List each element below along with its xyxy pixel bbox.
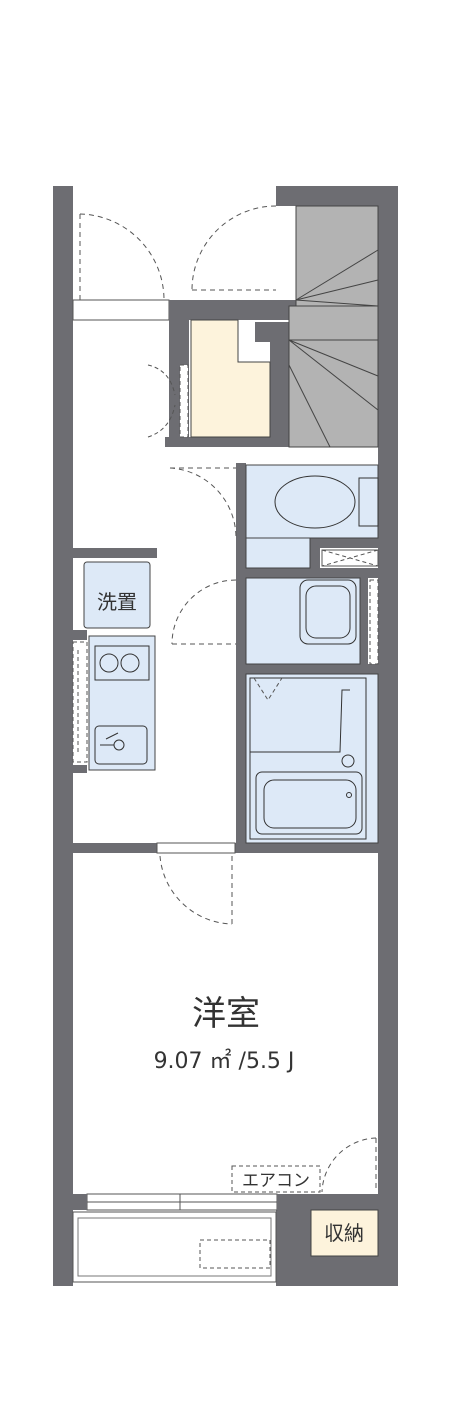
toilet-tank — [358, 477, 379, 527]
closet — [310, 1209, 379, 1257]
western-room — [73, 842, 378, 1194]
washroom — [245, 577, 379, 665]
stove — [94, 645, 150, 681]
western-room-label: 洋室 — [192, 994, 260, 1034]
bathtub — [255, 771, 363, 835]
kitchen-sink — [94, 725, 148, 765]
aircon-label: エアコン — [242, 1171, 310, 1191]
staircase — [288, 205, 379, 448]
balcony-window — [73, 1193, 378, 1211]
corridor-doors — [169, 467, 237, 645]
entrance — [72, 205, 277, 321]
bathroom — [245, 673, 379, 844]
toilet-room — [245, 464, 379, 569]
wash-basin — [299, 579, 357, 645]
closet-label: 収納 — [324, 1221, 364, 1245]
kitchen — [72, 635, 156, 771]
toilet-bowl — [274, 475, 356, 529]
shoe-storage — [147, 319, 271, 438]
laundry-label: 洗置 — [97, 590, 137, 614]
laundry-space — [83, 561, 151, 629]
western-room-size: 9.07 ㎡ /5.5 J — [154, 1048, 295, 1074]
aircon-unit — [231, 1165, 321, 1193]
outer-walls — [53, 186, 398, 1286]
shower-drain — [341, 754, 355, 768]
balcony — [72, 1211, 277, 1283]
